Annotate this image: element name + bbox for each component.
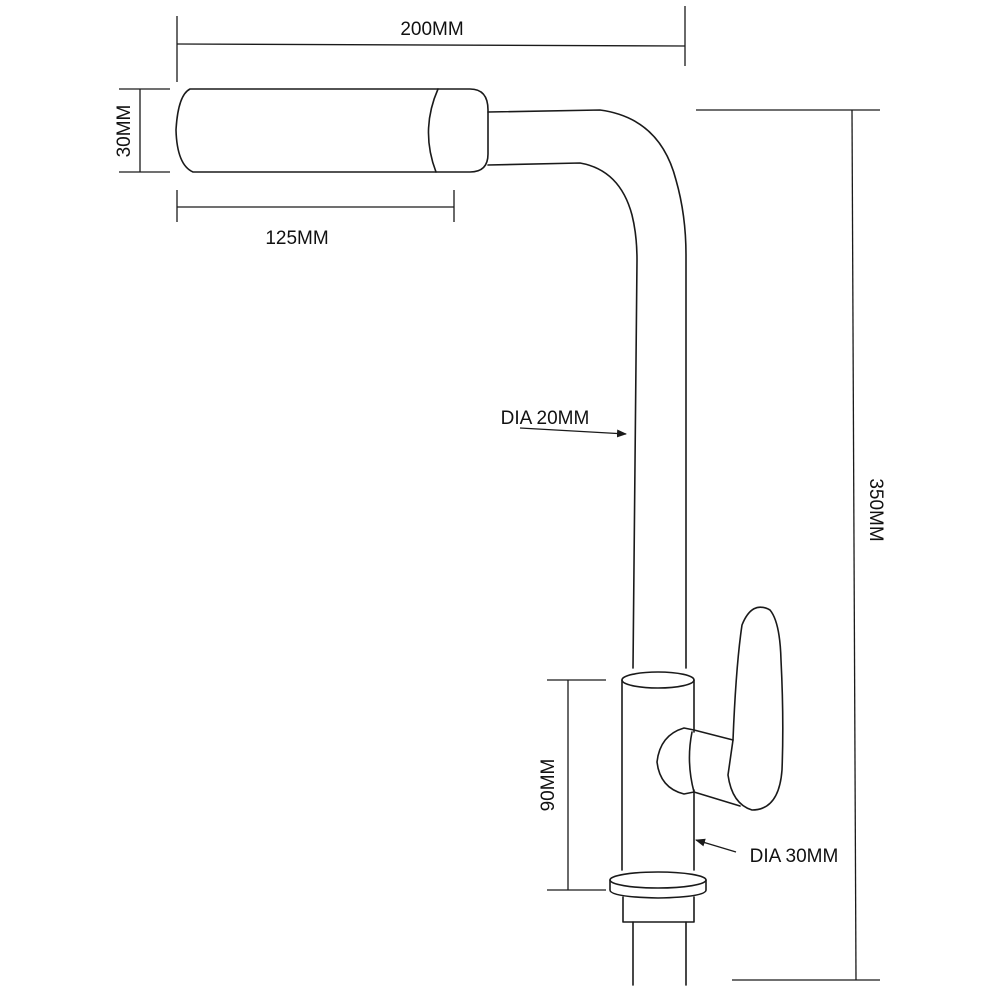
width-dimension-line [176,43,686,47]
overall-width-label: 200MM [400,19,463,40]
body-top-rim [621,671,695,689]
dimension-labels: 200MM 30MM 125MM DIA 20MM 350MM 90MM DIA… [114,19,886,867]
body-cylinder [621,679,695,871]
height-dimension-line [851,109,857,981]
body-diameter-arrow [695,838,737,853]
body-height-label: 90MM [538,759,559,812]
pipe-diameter-label: DIA 20MM [501,408,590,429]
handle-neck [693,729,734,741]
total-height-label: 350MM [865,478,886,541]
faucet-drawing [175,88,784,986]
dimension-lines [119,6,880,981]
body-diameter-label: DIA 30MM [750,846,839,867]
spout-head-seam [427,88,439,173]
supply-shank [632,921,687,986]
neck-pipe-inner [487,162,638,669]
base-nut [622,896,695,923]
base-ring [609,879,707,899]
neck-pipe-outer [487,109,687,669]
handle-collar [688,731,741,807]
handle-hub [656,727,695,795]
pipe-diameter-arrow [519,427,627,438]
spout-height-label: 30MM [114,105,135,158]
spout-head [175,88,489,173]
handle-lever [727,606,784,811]
base-ring-top [609,871,707,889]
spout-length-label: 125MM [265,228,328,249]
